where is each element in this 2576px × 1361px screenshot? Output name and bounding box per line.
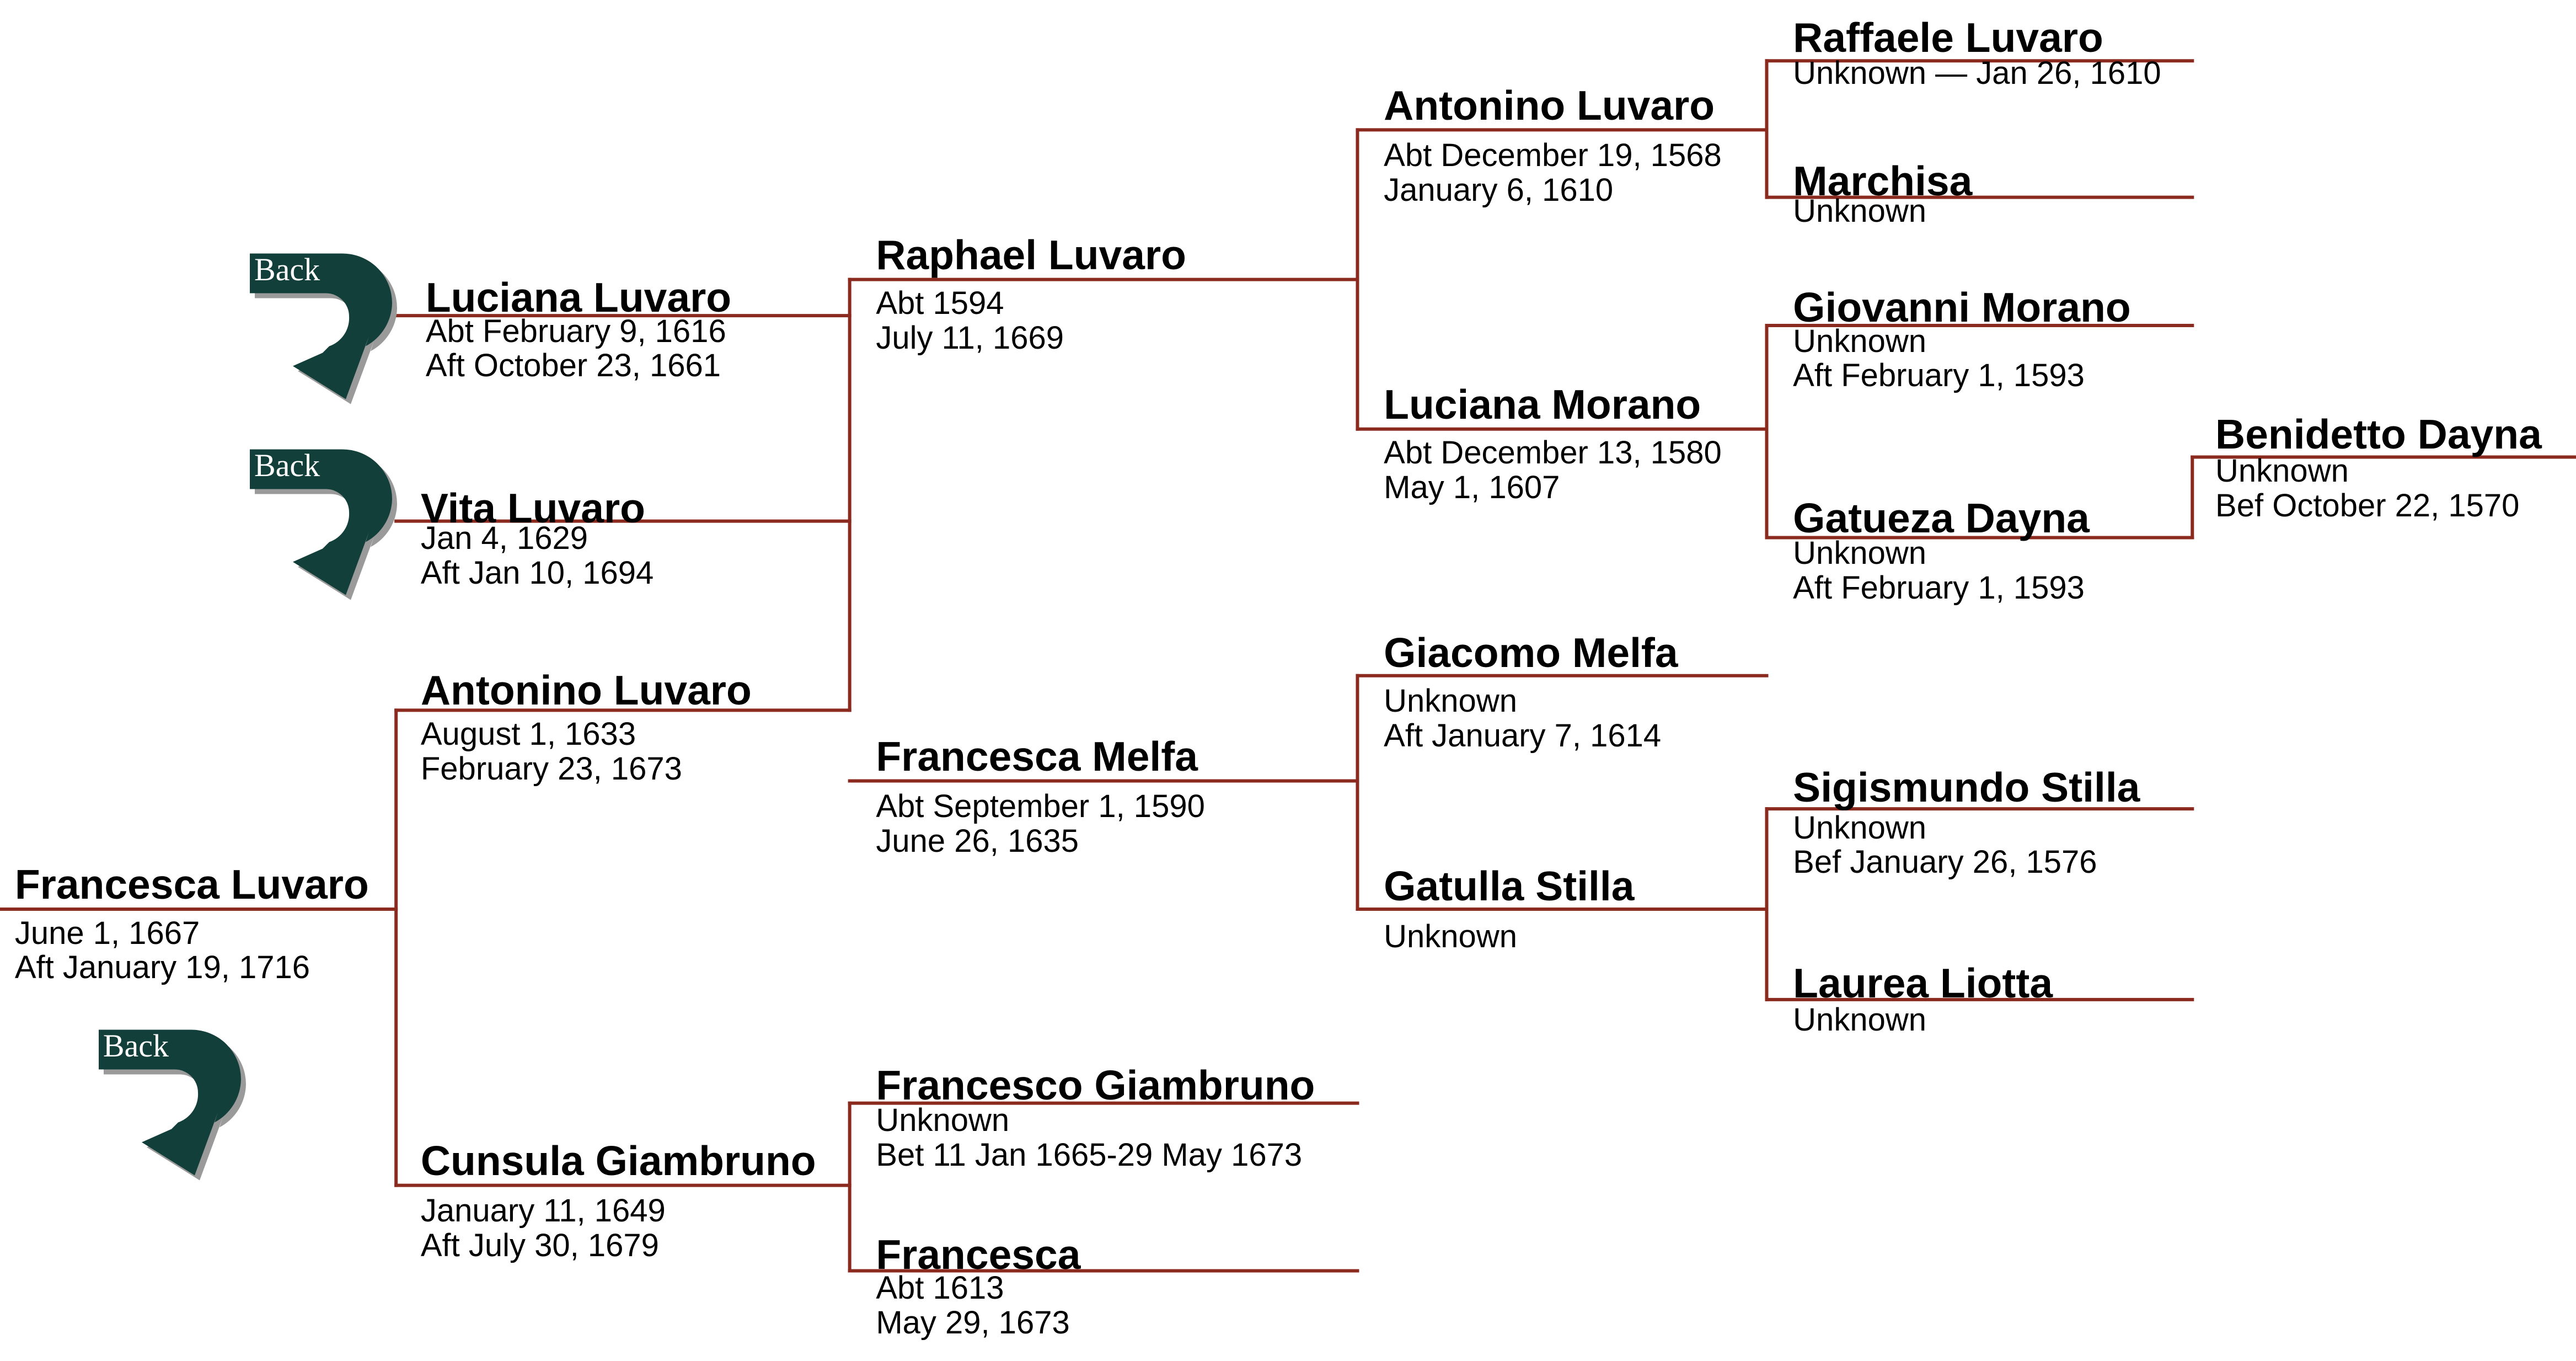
francesca-name: Francesca — [876, 1231, 1081, 1278]
luciana-luvaro-date-birth: Abt February 9, 1616 — [425, 313, 726, 349]
benidetto-dayna-name: Benidetto Dayna — [2215, 410, 2542, 457]
luciana-morano-date-birth: Abt December 13, 1580 — [1384, 435, 1722, 471]
luciana-morano-name: Luciana Morano — [1384, 381, 1701, 428]
sigismundo-stilla-name: Sigismundo Stilla — [1793, 764, 2140, 811]
gatueza-dayna-date-death: Aft February 1, 1593 — [1793, 569, 2085, 606]
sigismundo-stilla-date-death: Bef January 26, 1576 — [1793, 844, 2097, 880]
vita-luvaro-date-birth: Jan 4, 1629 — [420, 520, 588, 557]
francesca-luvaro-root-name: Francesca Luvaro — [14, 861, 369, 908]
luciana-luvaro-name: Luciana Luvaro — [425, 274, 732, 321]
raffaele-luvaro-date-birth: Unknown — Jan 26, 1610 — [1793, 55, 2161, 91]
gatueza-dayna-date-birth: Unknown — [1793, 535, 1926, 572]
francesca-date-birth: Abt 1613 — [876, 1270, 1004, 1306]
raphael-luvaro-date-death: July 11, 1669 — [876, 319, 1064, 356]
benidetto-dayna-date-death: Bef October 22, 1570 — [2215, 487, 2520, 524]
francesca-melfa-date-death: June 26, 1635 — [876, 823, 1079, 859]
antonino-luvaro-father-date-birth: August 1, 1633 — [420, 716, 636, 752]
back-label: Back — [254, 447, 320, 483]
back-label: Back — [103, 1027, 169, 1064]
back-label: Back — [254, 251, 320, 287]
gatulla-stilla-name: Gatulla Stilla — [1384, 863, 1635, 910]
giovanni-morano-name: Giovanni Morano — [1793, 284, 2131, 331]
back-button-root[interactable]: Back — [95, 1026, 261, 1181]
luciana-luvaro-date-death: Aft October 23, 1661 — [425, 348, 721, 384]
back-button-luciana-luvaro[interactable]: Back — [247, 250, 412, 404]
sigismundo-stilla-date-birth: Unknown — [1793, 809, 1926, 846]
back-arrow-icon — [250, 449, 397, 600]
francesco-giambruno-date-death: Bet 11 Jan 1665-29 May 1673 — [876, 1136, 1303, 1173]
cunsula-giambruno-date-birth: January 11, 1649 — [420, 1193, 666, 1229]
benidetto-dayna-date-birth: Unknown — [2215, 453, 2349, 489]
antonino-luvaro-father-date-death: February 23, 1673 — [420, 750, 682, 787]
marchisa-name: Marchisa — [1793, 157, 1973, 204]
francesca-luvaro-root-date-death: Aft January 19, 1716 — [14, 949, 310, 986]
vita-luvaro-date-death: Aft Jan 10, 1694 — [420, 554, 654, 591]
laurea-liotta-name: Laurea Liotta — [1793, 959, 2053, 1006]
francesca-luvaro-root-date-birth: June 1, 1667 — [14, 915, 200, 951]
marchisa-date-birth: Unknown — [1793, 193, 1926, 229]
giacomo-melfa-name: Giacomo Melfa — [1384, 629, 1678, 676]
antonino-luvaro-grandfather-date-birth: Abt December 19, 1568 — [1384, 137, 1722, 173]
francesca-date-death: May 29, 1673 — [876, 1304, 1070, 1341]
giacomo-melfa-date-birth: Unknown — [1384, 683, 1517, 719]
raffaele-luvaro-name: Raffaele Luvaro — [1793, 14, 2103, 61]
francesca-melfa-name: Francesca Melfa — [876, 733, 1198, 780]
luciana-morano-date-death: May 1, 1607 — [1384, 469, 1560, 505]
giovanni-morano-date-birth: Unknown — [1793, 323, 1926, 359]
laurea-liotta-date-birth: Unknown — [1793, 1002, 1926, 1038]
cunsula-giambruno-name: Cunsula Giambruno — [420, 1137, 816, 1184]
francesca-melfa-date-birth: Abt September 1, 1590 — [876, 788, 1205, 825]
raphael-luvaro-name: Raphael Luvaro — [876, 231, 1186, 278]
cunsula-giambruno-date-death: Aft July 30, 1679 — [420, 1227, 659, 1263]
antonino-luvaro-grandfather-date-death: January 6, 1610 — [1384, 172, 1614, 208]
antonino-luvaro-grandfather-name: Antonino Luvaro — [1384, 82, 1715, 129]
back-arrow-icon — [98, 1029, 246, 1181]
back-arrow-icon — [250, 253, 397, 404]
raphael-luvaro-date-birth: Abt 1594 — [876, 285, 1004, 322]
antonino-luvaro-father-name: Antonino Luvaro — [420, 667, 752, 714]
gatueza-dayna-name: Gatueza Dayna — [1793, 494, 2090, 541]
giacomo-melfa-date-death: Aft January 7, 1614 — [1384, 717, 1662, 754]
francesco-giambruno-name: Francesco Giambruno — [876, 1061, 1315, 1108]
francesco-giambruno-date-birth: Unknown — [876, 1102, 1010, 1139]
gatulla-stilla-date-birth: Unknown — [1384, 918, 1517, 954]
back-button-vita-luvaro[interactable]: Back — [247, 446, 412, 600]
vita-luvaro-name: Vita Luvaro — [420, 484, 645, 531]
giovanni-morano-date-death: Aft February 1, 1593 — [1793, 357, 2085, 394]
